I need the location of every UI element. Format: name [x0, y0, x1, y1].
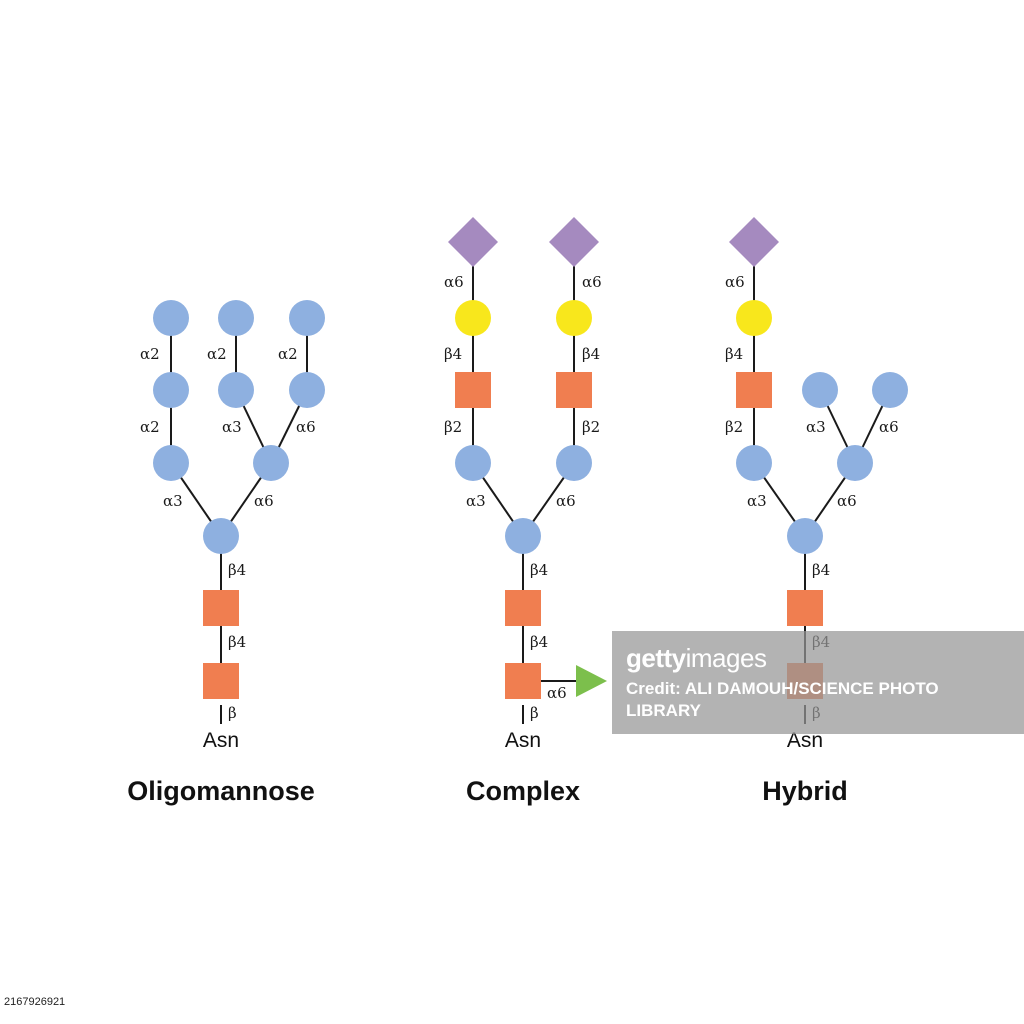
- linkage-label: α6: [556, 492, 576, 510]
- complex-structure: β α6 β4 β4 α3 α6 β2 β2 β4 β4 α6 α6 Asn C…: [444, 217, 607, 806]
- linkage-label: β2: [725, 418, 743, 436]
- linkage-label: α2: [278, 345, 298, 363]
- linkage-label: β4: [530, 633, 548, 651]
- linkage-label: α3: [747, 492, 767, 510]
- linkage-label: α3: [163, 492, 183, 510]
- mannose-circle: [203, 518, 239, 554]
- linkage-label: α2: [140, 418, 160, 436]
- linkage-label: β: [228, 704, 237, 722]
- brand-bold: getty: [626, 643, 686, 673]
- mannose-circle: [153, 445, 189, 481]
- mannose-circle: [153, 372, 189, 408]
- mannose-circle: [289, 300, 325, 336]
- oligomannose-structure: β β4 β4 α3 α6 α2 α2 α3 α6 α2 α2 Asn Olig…: [127, 300, 325, 806]
- sialic-acid-diamond: [549, 217, 599, 267]
- asn-label: Asn: [505, 729, 541, 752]
- linkage-label: β4: [812, 561, 830, 579]
- linkage-label: β4: [725, 345, 743, 363]
- mannose-circle: [153, 300, 189, 336]
- brand-logo: gettyimages: [626, 643, 767, 674]
- glcnac-square: [203, 590, 239, 626]
- galactose-circle: [455, 300, 491, 336]
- linkage-label: β2: [582, 418, 600, 436]
- glcnac-square: [203, 663, 239, 699]
- sialic-acid-diamond: [448, 217, 498, 267]
- mannose-circle: [505, 518, 541, 554]
- linkage-label: α2: [140, 345, 160, 363]
- linkage-label: α3: [806, 418, 826, 436]
- linkage-label: α2: [207, 345, 227, 363]
- linkage-label: α6: [296, 418, 316, 436]
- linkage-label: β4: [444, 345, 462, 363]
- linkage-label: α6: [547, 684, 567, 702]
- mannose-circle: [872, 372, 908, 408]
- linkage-label: α6: [582, 273, 602, 291]
- structure-title: Oligomannose: [127, 776, 315, 806]
- mannose-circle: [837, 445, 873, 481]
- mannose-circle: [802, 372, 838, 408]
- mannose-circle: [218, 372, 254, 408]
- linkage-label: α6: [254, 492, 274, 510]
- glcnac-square: [556, 372, 592, 408]
- asn-label: Asn: [203, 729, 239, 752]
- linkage-label: α6: [444, 273, 464, 291]
- galactose-circle: [736, 300, 772, 336]
- mannose-circle: [218, 300, 254, 336]
- fucose-triangle: [576, 665, 607, 697]
- glcnac-square: [455, 372, 491, 408]
- mannose-circle: [736, 445, 772, 481]
- photo-credit: Credit: ALI DAMOUH/SCIENCE PHOTO LIBRARY: [626, 679, 939, 720]
- linkage-label: β: [530, 704, 539, 722]
- mannose-circle: [455, 445, 491, 481]
- sialic-acid-diamond: [729, 217, 779, 267]
- structure-title: Complex: [466, 776, 580, 806]
- linkage-label: α6: [725, 273, 745, 291]
- mannose-circle: [556, 445, 592, 481]
- glcnac-square: [505, 590, 541, 626]
- glcnac-square: [505, 663, 541, 699]
- mannose-circle: [289, 372, 325, 408]
- linkage-label: α3: [466, 492, 486, 510]
- linkage-label: β4: [530, 561, 548, 579]
- linkage-label: β2: [444, 418, 462, 436]
- glcnac-square: [787, 590, 823, 626]
- glcnac-square: [736, 372, 772, 408]
- mannose-circle: [253, 445, 289, 481]
- linkage-label: β4: [228, 561, 246, 579]
- linkage-label: α6: [879, 418, 899, 436]
- asn-label: Asn: [787, 729, 823, 752]
- linkage-label: α3: [222, 418, 242, 436]
- watermark-overlay: gettyimages Credit: ALI DAMOUH/SCIENCE P…: [612, 631, 1024, 734]
- mannose-circle: [787, 518, 823, 554]
- image-id: 2167926921: [4, 996, 65, 1008]
- linkage-label: α6: [837, 492, 857, 510]
- linkage-label: β4: [228, 633, 246, 651]
- galactose-circle: [556, 300, 592, 336]
- linkage-label: β4: [582, 345, 600, 363]
- brand-light: images: [685, 643, 767, 673]
- structure-title: Hybrid: [762, 776, 848, 806]
